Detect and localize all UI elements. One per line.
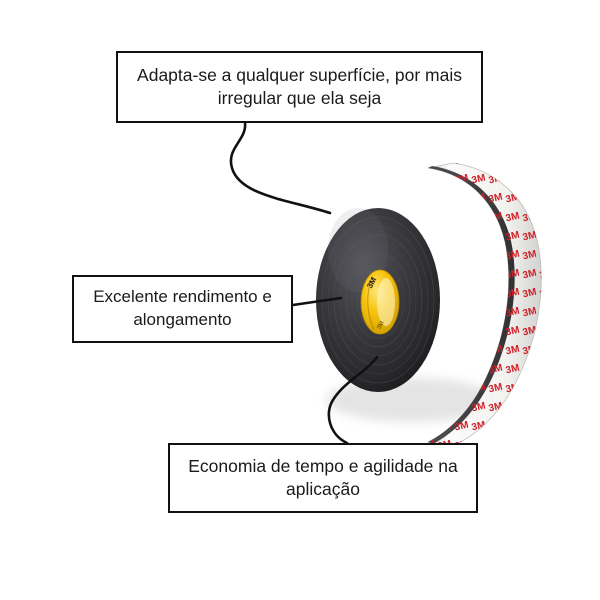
callout-box-economia-de-tempo[interactable]: Economia de tempo e agilidade na aplicaç… [168,443,478,513]
callout-box-adapta-se[interactable]: Adapta-se a qualquer superfície, por mai… [116,51,483,123]
callout-3-line-2: aplicação [286,479,360,499]
callout-1-text: Adapta-se a qualquer superfície, por mai… [127,64,472,111]
callout-2-line-1: Excelente rendimento e [93,287,272,307]
core-label-small: 3M [377,320,386,330]
callout-2-line-2: alongamento [133,310,232,329]
tape-core-hub: 3M 3M [360,269,400,335]
callout-box-excelente-rendimento[interactable]: Excelente rendimento e alongamento [72,275,293,343]
product-image-3m-foam-tape: 3M [316,162,542,447]
callout-1-line-1: Adapta-se a qualquer superfície, por mai… [137,64,462,85]
callout-3-text: Economia de tempo e agilidade na aplicaç… [178,455,468,502]
callout-3-line-1: Economia de tempo e agilidade na [188,455,458,476]
callout-2-text: Excelente rendimento e alongamento [83,286,282,332]
callout-1-line-2: irregular que ela seja [217,88,382,108]
